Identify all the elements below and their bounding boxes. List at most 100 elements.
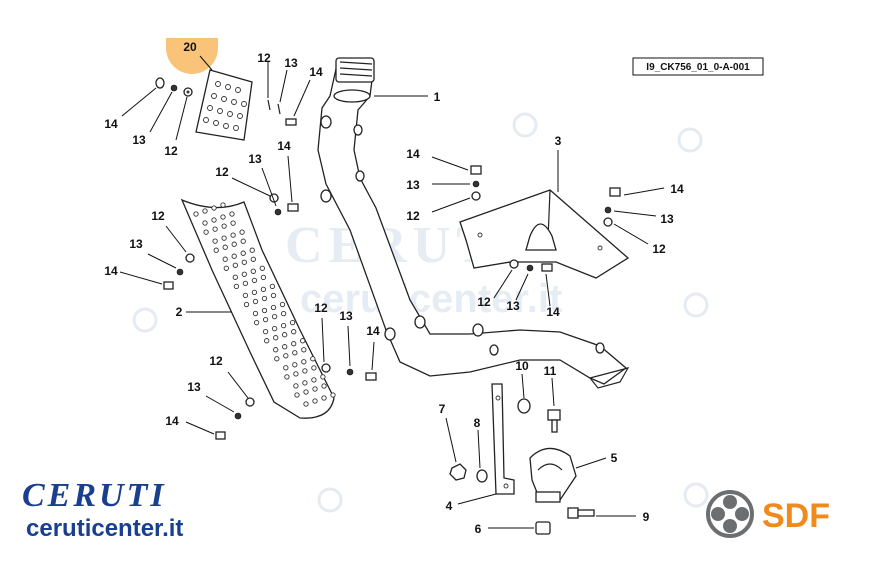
part-5-clamp[interactable]: [529, 447, 607, 503]
perforation-hole: [274, 356, 280, 362]
callout-label[interactable]: 13: [248, 152, 262, 166]
perforation-hole: [242, 280, 249, 287]
callout-label[interactable]: 13: [506, 299, 520, 313]
perforation-hole: [310, 356, 316, 362]
callout-label[interactable]: 12: [314, 301, 328, 315]
callout-label[interactable]: 14: [546, 305, 560, 319]
perforation-hole: [294, 392, 300, 398]
perforation-hole: [232, 274, 238, 280]
hardware-group-left: [119, 155, 377, 440]
callout-label[interactable]: 14: [670, 182, 684, 196]
callout-label[interactable]: 13: [339, 309, 353, 323]
callout-label[interactable]: 12: [477, 295, 491, 309]
callout-label[interactable]: 11: [544, 364, 557, 378]
part-20-heat-shield-plate[interactable]: [195, 69, 253, 141]
perforation-hole: [223, 265, 229, 271]
part-8-washer[interactable]: [476, 429, 488, 483]
perforation-hole: [271, 313, 278, 320]
callout-label[interactable]: 12: [652, 242, 666, 256]
perforation-hole: [293, 383, 299, 389]
callout-label[interactable]: 13: [284, 56, 298, 70]
perforation-hole: [273, 335, 279, 341]
perforation-hole: [222, 256, 228, 262]
perforation-hole: [271, 325, 278, 332]
callout-label[interactable]: 13: [187, 380, 201, 394]
perforation-hole: [212, 226, 218, 232]
callout-label[interactable]: 3: [555, 134, 562, 148]
callout-label[interactable]: 14: [104, 264, 118, 278]
sdf-logo[interactable]: SDF: [706, 490, 830, 538]
perforation-hole: [220, 202, 226, 208]
perforation-hole: [280, 322, 287, 329]
perforation-hole: [289, 319, 296, 326]
callout-labels: 12 13 14 1 14 13 12 12 13 14 14 13 12 3 …: [104, 51, 684, 536]
part-7-nut[interactable]: [445, 417, 467, 481]
perforation-hole: [282, 344, 288, 350]
part-3-mounting-bracket[interactable]: [459, 150, 630, 279]
perforation-hole: [212, 238, 218, 244]
callout-label[interactable]: 14: [366, 324, 380, 338]
callout-label[interactable]: 5: [611, 451, 618, 465]
watermark-site: ceruticenter.it: [300, 277, 562, 321]
callout-label[interactable]: 12: [215, 165, 229, 179]
sdf-mark-icon: [706, 490, 754, 538]
callout-label[interactable]: 14: [406, 147, 420, 161]
callout-label[interactable]: 13: [129, 237, 143, 251]
callout-label[interactable]: 4: [446, 499, 453, 513]
part-1-exhaust-pipe[interactable]: [317, 57, 630, 389]
perforation-hole: [291, 341, 297, 347]
perforation-hole: [231, 253, 237, 259]
perforation-hole: [231, 241, 237, 247]
callout-label[interactable]: 13: [406, 178, 420, 192]
callout-label[interactable]: 14: [165, 414, 179, 428]
callout-label[interactable]: 14: [277, 139, 291, 153]
callout-label[interactable]: 12: [406, 209, 420, 223]
highlight-badge[interactable]: 20: [166, 38, 218, 74]
callout-label[interactable]: 8: [474, 416, 481, 430]
perforation-hole: [243, 301, 250, 308]
perforation-hole: [280, 310, 287, 317]
part-2-heat-shield[interactable]: [180, 198, 336, 419]
callout-label[interactable]: 12: [164, 144, 178, 158]
callout-label[interactable]: 14: [309, 65, 323, 79]
perforation-hole: [241, 271, 247, 277]
callout-label[interactable]: 1: [434, 90, 441, 104]
callout-label[interactable]: 14: [104, 117, 118, 131]
perforation-hole: [261, 307, 268, 314]
callout-label[interactable]: 12: [209, 354, 223, 368]
perforation-hole: [321, 395, 327, 401]
perforation-hole: [259, 265, 265, 271]
callout-label[interactable]: 13: [660, 212, 674, 226]
part-6-nut[interactable]: [488, 521, 551, 535]
perforation-hole: [292, 362, 298, 368]
perforation-hole: [203, 229, 209, 235]
callout-label[interactable]: 9: [643, 510, 650, 524]
part-4-strap-bracket[interactable]: [457, 383, 515, 505]
ceruti-site-text: ceruticenter.it: [26, 515, 183, 542]
watermark-sdf-logos: [132, 112, 709, 513]
callout-label[interactable]: 10: [515, 359, 529, 373]
callout-label[interactable]: 6: [475, 522, 482, 536]
perforation-hole: [282, 332, 288, 338]
part-10-washer[interactable]: [517, 373, 531, 414]
perforation-hole: [213, 247, 219, 253]
callout-label[interactable]: 7: [439, 402, 446, 416]
perforation-hole: [283, 365, 289, 371]
perforation-hole: [301, 347, 307, 353]
perforation-hole: [211, 217, 217, 223]
perforation-hole: [252, 310, 259, 317]
perforation-hole: [262, 316, 269, 323]
callout-label[interactable]: 12: [257, 51, 271, 65]
ceruti-logo[interactable]: CERUTI ceruticenter.it: [22, 477, 183, 542]
part-9-bolt[interactable]: [567, 507, 636, 519]
perforation-hole: [241, 259, 247, 265]
perforation-hole: [302, 368, 308, 374]
perforation-hole: [221, 235, 227, 241]
diagram-code-box: I9_CK756_01_0-A-001: [632, 57, 764, 76]
callout-label[interactable]: 13: [132, 133, 146, 147]
callout-label[interactable]: 12: [151, 209, 165, 223]
callout-label[interactable]: 2: [176, 305, 183, 319]
plate-holes: [203, 81, 247, 131]
perforation-hole: [221, 223, 227, 229]
part-11-bolt[interactable]: [547, 377, 561, 433]
